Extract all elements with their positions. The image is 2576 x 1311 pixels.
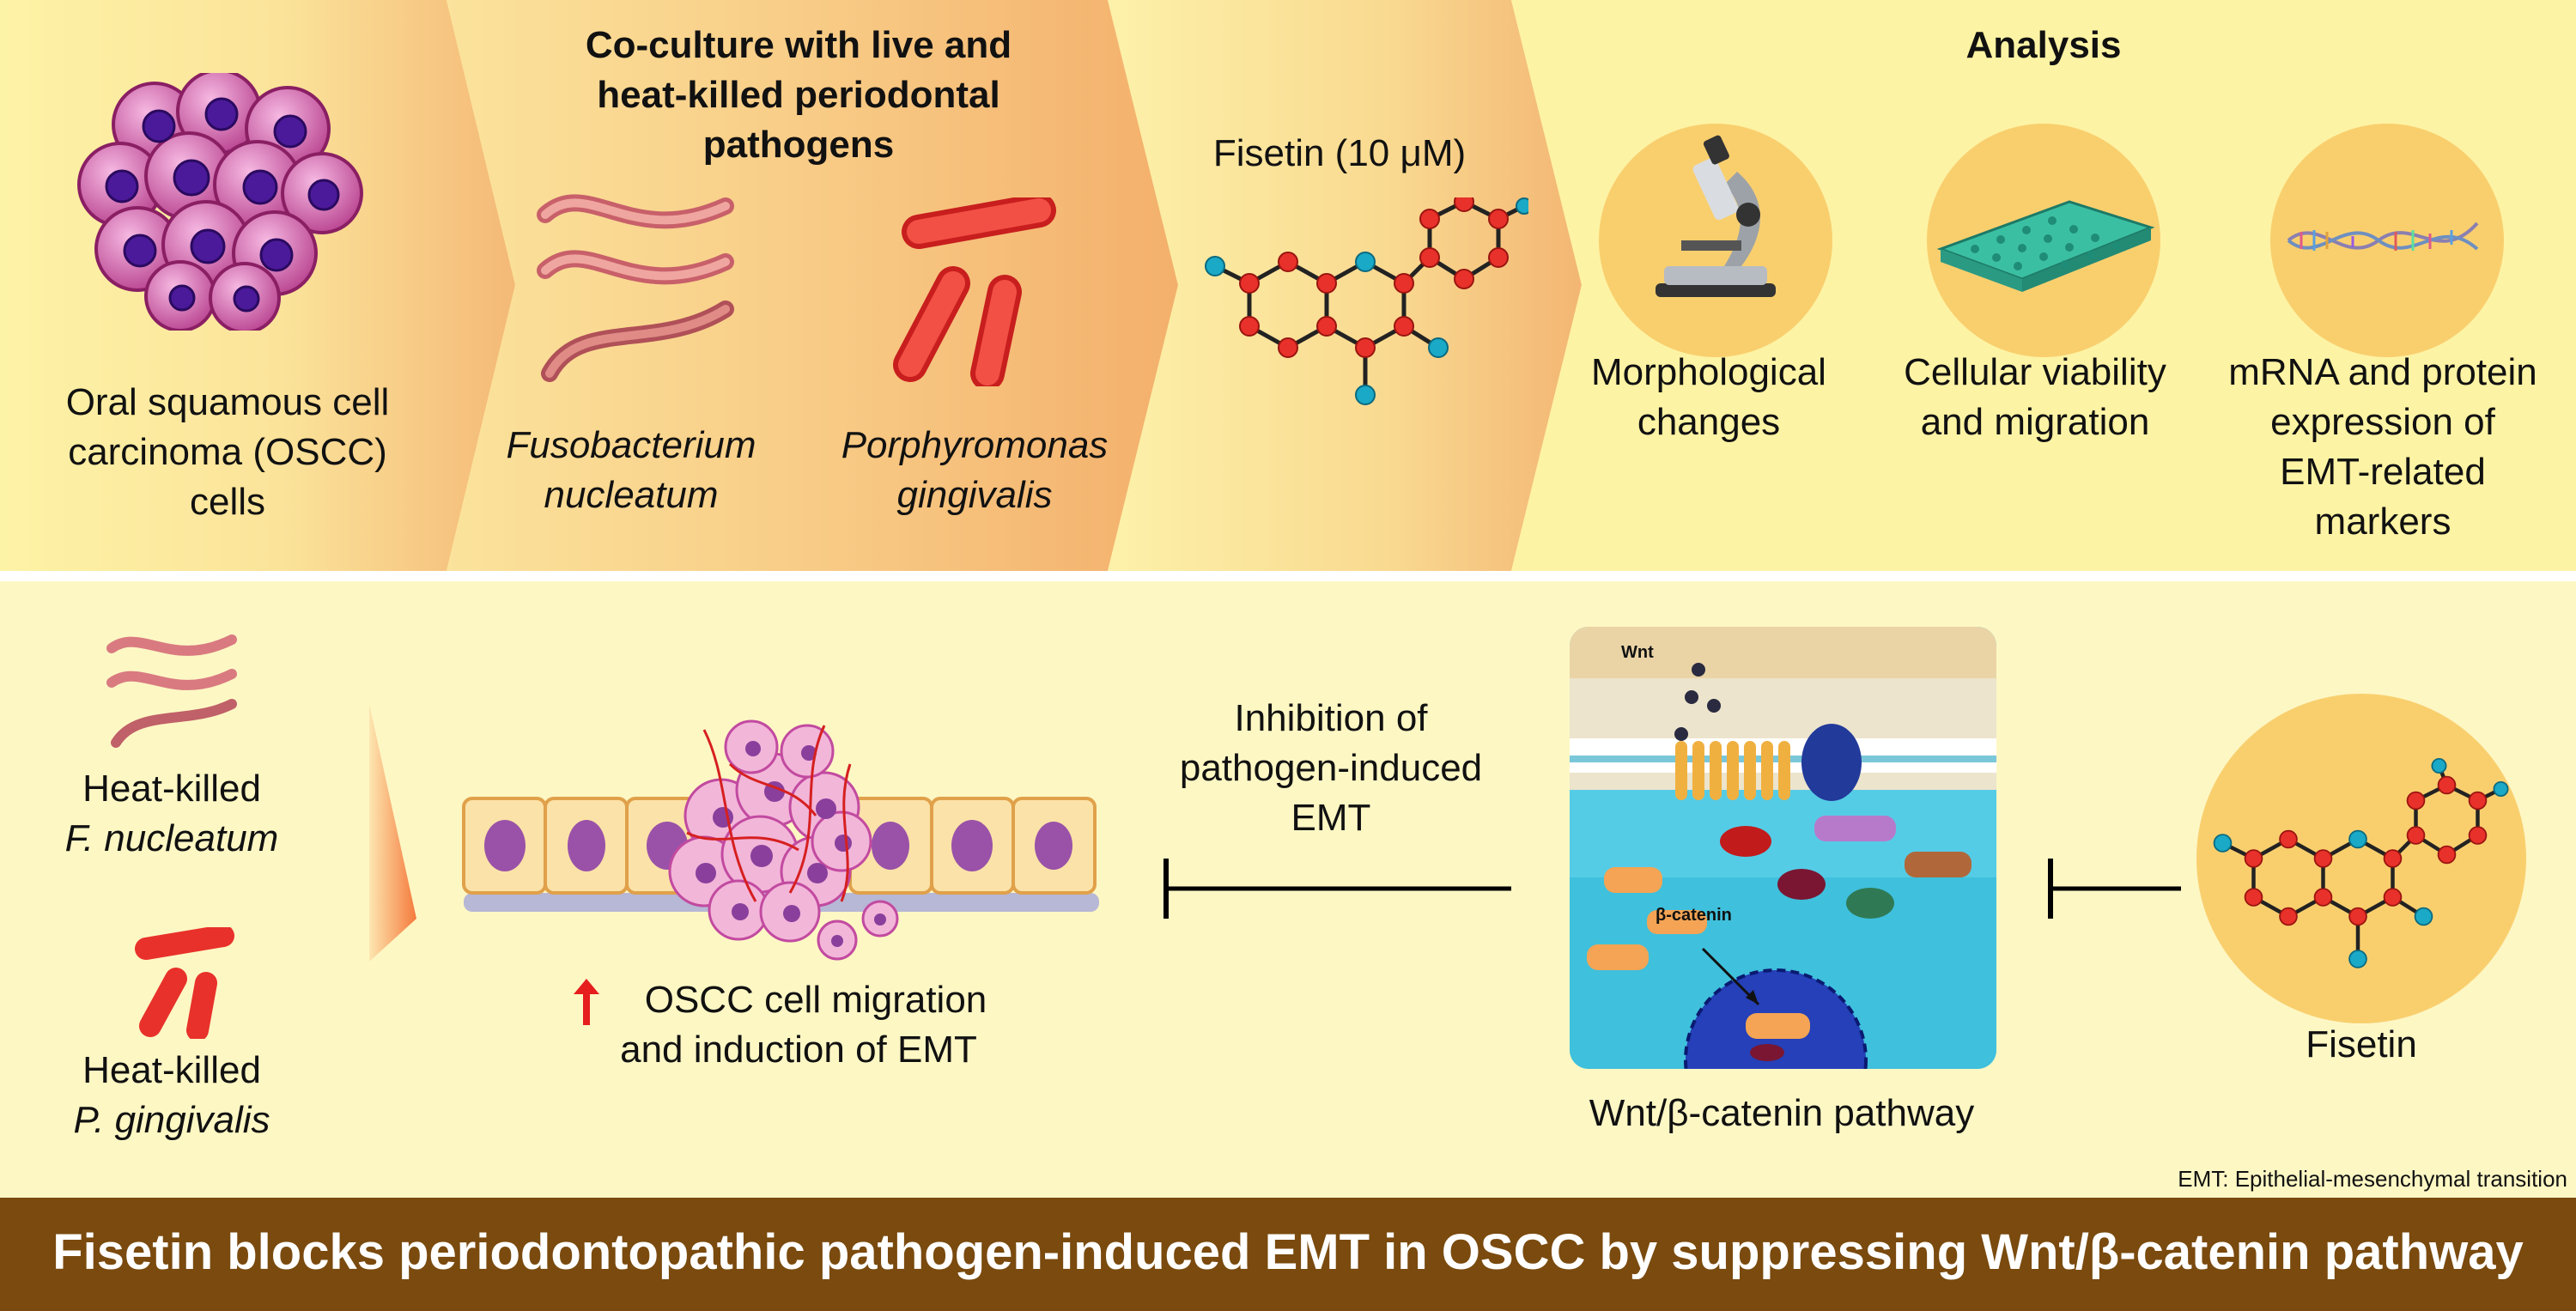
orange-triangle-arrow — [369, 704, 416, 962]
fusobacterium-icon — [537, 194, 734, 382]
fisetin-dose-label: Fisetin (10 μM) — [1212, 132, 1467, 174]
tissue-icon — [462, 719, 1099, 961]
fisetin-molecule-icon — [1205, 197, 1528, 405]
porphyromonas-icon — [893, 197, 1056, 386]
well-plate-icon — [1927, 124, 2160, 357]
panel-divider — [0, 571, 2576, 581]
wnt-text: Wnt — [1621, 643, 1654, 662]
microscope-icon — [1599, 124, 1832, 357]
up-arrow-icon — [574, 979, 599, 1025]
emt-footnote: EMT: Epithelial-mesenchymal transition — [2178, 1166, 2567, 1192]
inhibition-arrow-icon — [1163, 859, 1511, 919]
fisetin-label: Fisetin — [2306, 1023, 2417, 1065]
beta-catenin-text: β-catenin — [1656, 906, 1732, 925]
heat-killed-fusobacterium-icon — [106, 634, 237, 748]
fisetin-circle-icon — [2196, 694, 2526, 1023]
cell-cluster-icon — [77, 73, 363, 331]
dna-icon — [2270, 124, 2504, 357]
inhibition-arrow-fisetin-icon — [2048, 859, 2181, 919]
banner-text: Fisetin blocks periodontopathic pathogen… — [52, 1224, 2524, 1280]
wnt-pathway-icon: Wnt β-catenin — [1570, 627, 1996, 1069]
conclusion-banner: Fisetin blocks periodontopathic pathogen… — [0, 1198, 2576, 1311]
analysis-title: Analysis — [1965, 24, 2122, 66]
pathway-label: Wnt/β-catenin pathway — [1589, 1092, 1975, 1134]
heat-killed-porphyromonas-icon — [135, 927, 234, 1039]
